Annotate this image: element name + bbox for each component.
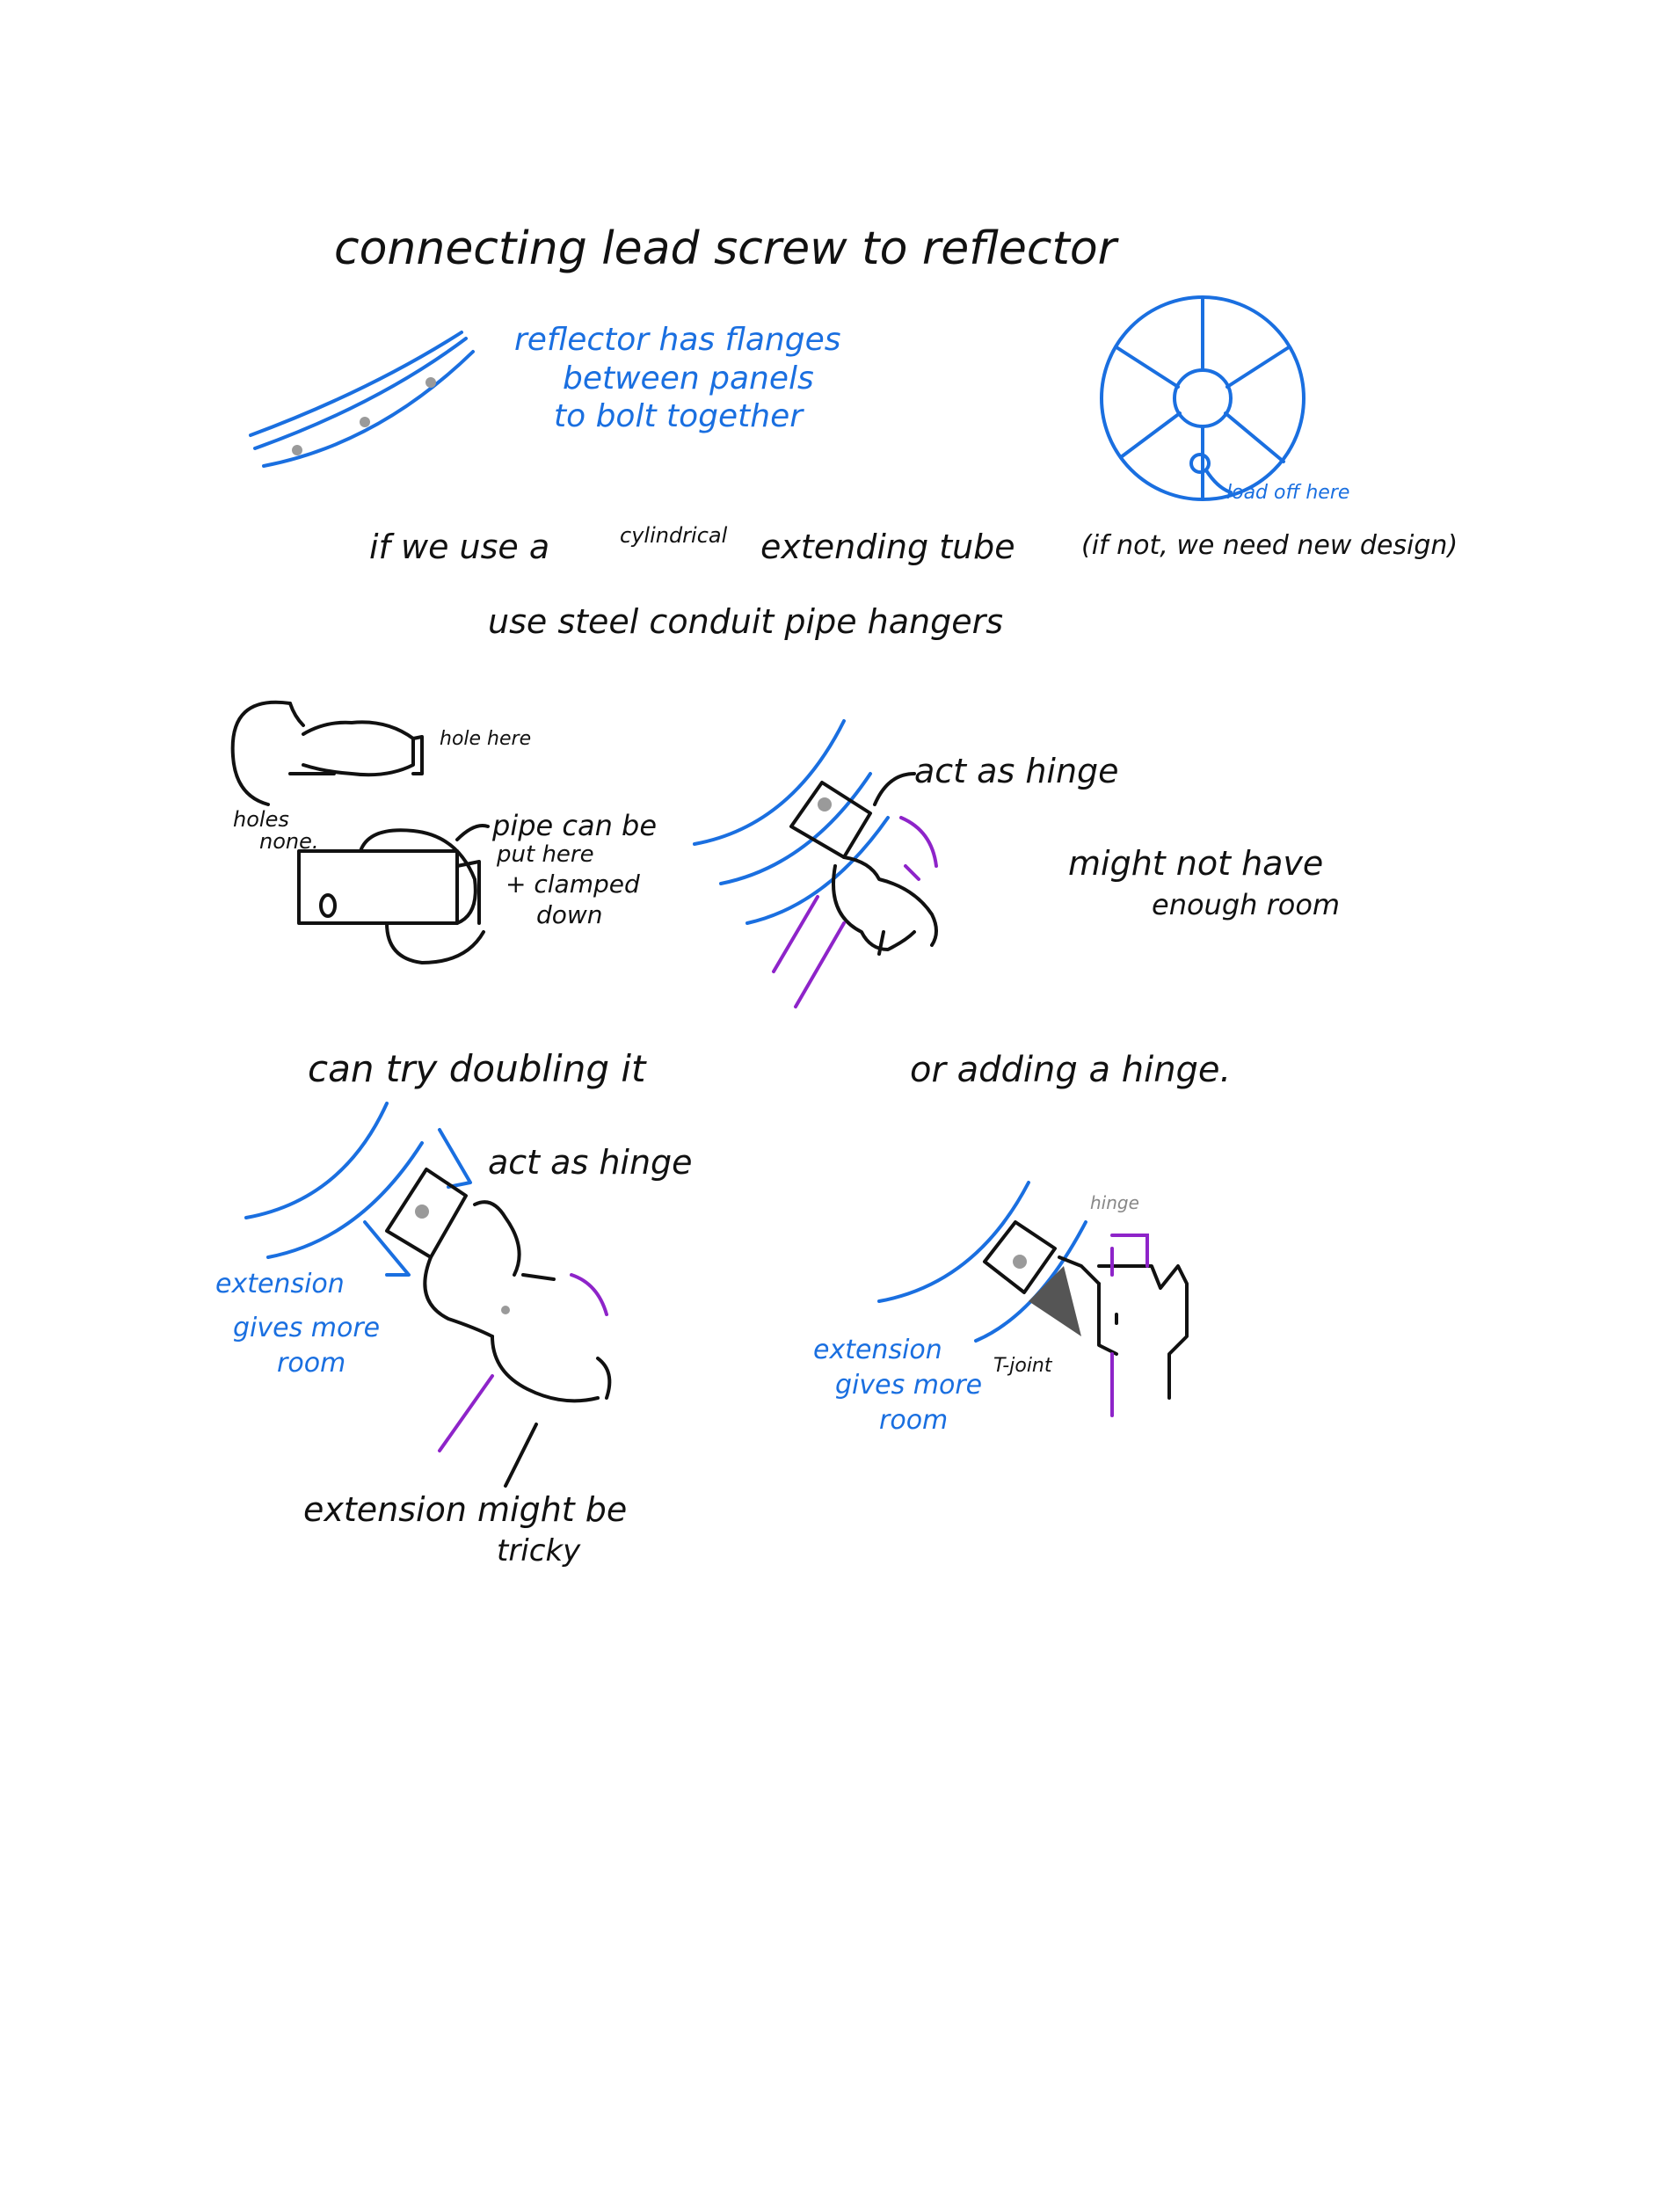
svg-text:pipe can be: pipe can be (491, 809, 657, 842)
svg-text:room: room (879, 1405, 948, 1436)
adding-hinge-heading: or adding a hinge. (910, 1050, 1231, 1090)
adding-hinge-sketch (877, 1181, 1189, 1417)
svg-text:+ clamped: + clamped (505, 870, 640, 899)
act-as-hinge-label-1: act as hinge (914, 752, 1119, 790)
tricky-note: extension might be tricky (303, 1490, 627, 1568)
doubling-extension-note: extension gives more room (215, 1269, 380, 1379)
svg-text:reflector has flanges: reflector has flanges (514, 322, 841, 358)
cylindrical-tube-note: if we use a cylindrical extending tube (… (369, 523, 1458, 566)
act-as-hinge-label-2: act as hinge (488, 1143, 693, 1182)
t-joint-label: T-joint (993, 1355, 1053, 1377)
svg-text:to bolt together: to bolt together (554, 398, 804, 434)
adding-hinge-extension-note: extension gives more room (813, 1335, 982, 1436)
svg-text:(if not, we need new design): (if not, we need new design) (1081, 530, 1458, 561)
svg-text:might not have: might not have (1068, 844, 1323, 883)
hinge-sketch-1 (693, 719, 938, 1008)
svg-text:gives more: gives more (835, 1370, 982, 1401)
svg-text:down: down (536, 900, 603, 929)
svg-text:holes: holes (233, 807, 289, 832)
bolt-dot (360, 417, 370, 427)
hinge-shading (1029, 1266, 1081, 1336)
flange-note: reflector has flanges between panels to … (514, 322, 841, 434)
doubling-sketch (244, 1102, 612, 1488)
svg-text:none.: none. (259, 829, 319, 854)
svg-text:put here: put here (496, 841, 594, 868)
bolt-dot (425, 377, 436, 388)
svg-text:tricky: tricky (497, 1533, 581, 1568)
svg-text:extension might be: extension might be (303, 1490, 627, 1529)
svg-text:enough room: enough room (1152, 888, 1340, 921)
conduit-note: use steel conduit pipe hangers (488, 602, 1003, 641)
flange-sketch (249, 331, 475, 468)
svg-text:gives more: gives more (233, 1313, 380, 1343)
svg-text:if we use a: if we use a (369, 528, 549, 566)
doubling-heading: can try doubling it (308, 1047, 647, 1090)
hinge-small-label: hinge (1090, 1192, 1139, 1213)
pipe-hanger-sketch (230, 700, 490, 964)
svg-text:cylindrical: cylindrical (620, 523, 728, 548)
svg-text:extension: extension (215, 1269, 345, 1299)
might-not-note: might not have enough room (1068, 844, 1340, 921)
svg-text:room: room (277, 1348, 345, 1379)
page-title: connecting lead screw to reflector (334, 222, 1120, 275)
svg-text:extending tube: extending tube (760, 528, 1015, 566)
hanger-notes: hole here holes none. pipe can be put he… (233, 728, 657, 929)
load-off-label: load off here (1226, 482, 1349, 504)
svg-text:extension: extension (813, 1335, 942, 1365)
svg-text:hole here: hole here (440, 728, 531, 750)
bolt-dot (292, 445, 302, 455)
reflector-wheel (1100, 295, 1305, 501)
svg-text:between panels: between panels (563, 360, 814, 397)
